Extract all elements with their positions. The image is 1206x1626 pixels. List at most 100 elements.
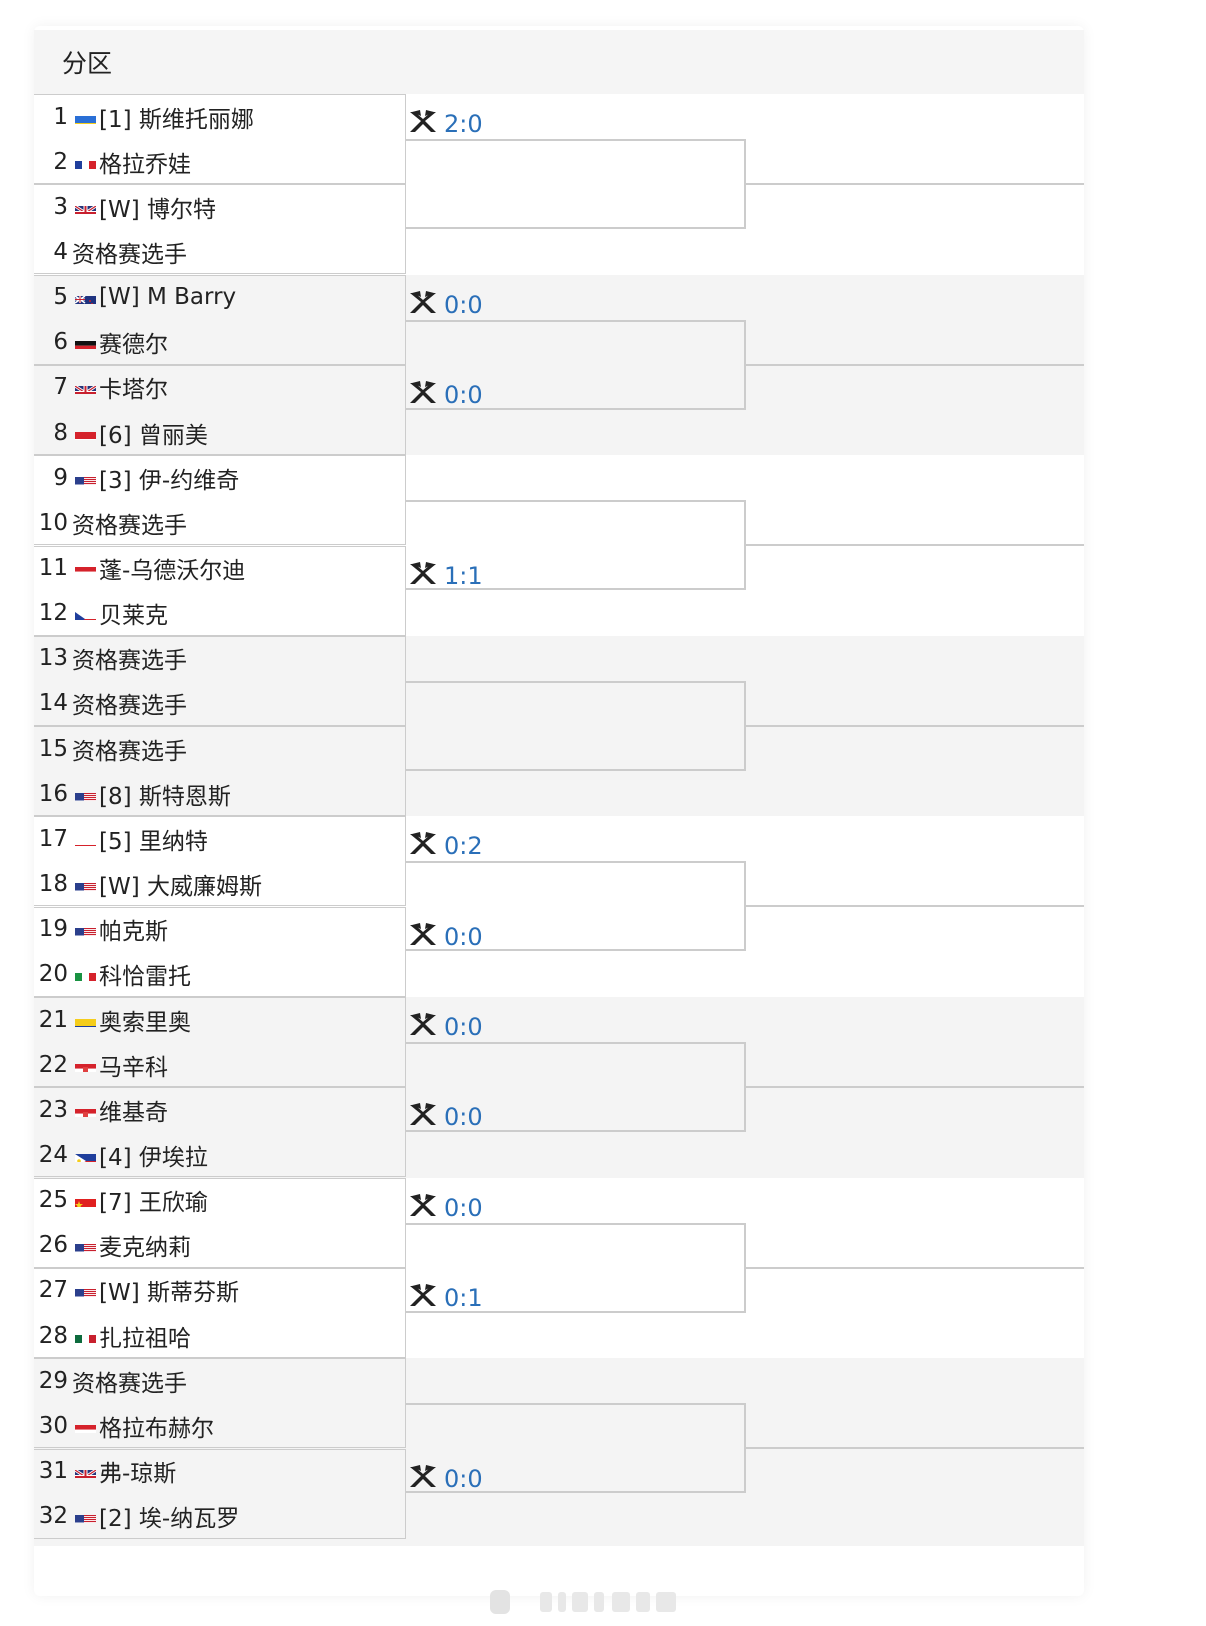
player-name: 资格赛选手 [72, 512, 187, 539]
head-to-head[interactable]: 0:0 [408, 922, 483, 952]
round3-connector [746, 1447, 1084, 1450]
flag-icon [75, 1103, 96, 1117]
head-to-head-score: 0:0 [444, 1013, 483, 1041]
round3-connector [746, 905, 1084, 908]
player-name: [1] 斯维托丽娜 [99, 106, 254, 133]
round3-connector [746, 1086, 1084, 1088]
draw-position: 4 [53, 238, 68, 265]
player-name: 卡塔尔 [99, 377, 168, 404]
player-row: 9[3] 伊-约维奇 [34, 455, 406, 500]
player-name: 弗-琼斯 [99, 1461, 177, 1487]
match-pair-box [34, 1177, 406, 1268]
round3-connector [746, 363, 1084, 366]
player-row: 22 马辛科 [34, 1042, 406, 1087]
player-row: 6 赛德尔 [34, 320, 406, 365]
draw-position: 26 [38, 1232, 68, 1259]
draw-position: 19 [38, 916, 68, 943]
player-name: [3] 伊-约维奇 [99, 467, 240, 494]
head-to-head[interactable]: 0:1 [408, 1283, 483, 1313]
draw-position: 29 [38, 1367, 68, 1394]
draw-position: 30 [38, 1412, 68, 1439]
player-row: 3[W] 博尔特 [34, 184, 406, 229]
draw-position: 22 [38, 1051, 68, 1078]
flag-icon [75, 290, 96, 305]
flag-icon [75, 1419, 96, 1433]
head-to-head-score: 0:0 [444, 922, 483, 951]
head-to-head[interactable]: 1:1 [408, 561, 483, 591]
player-row: 21 奥索里奥 [34, 997, 406, 1042]
player-name: [2] 埃-纳瓦罗 [99, 1506, 240, 1533]
draw-position: 2 [53, 148, 68, 175]
player-name: 马辛科 [99, 1054, 168, 1081]
head-to-head-icon [408, 1283, 438, 1313]
head-to-head[interactable]: 2:0 [408, 109, 483, 139]
player-name: 资格赛选手 [72, 738, 187, 765]
head-to-head[interactable]: 0:0 [408, 1464, 483, 1494]
head-to-head-icon [408, 380, 438, 410]
head-to-head[interactable]: 0:0 [408, 1102, 483, 1132]
match-pair-box [34, 364, 406, 455]
player-name: 赛德尔 [99, 332, 168, 359]
flag-icon [75, 471, 96, 485]
player-name: [6] 曾丽美 [99, 422, 208, 449]
flag-icon [75, 1509, 96, 1524]
draw-position: 10 [38, 509, 68, 536]
player-row: 7 卡塔尔 [34, 365, 406, 410]
draw-position: 12 [38, 600, 68, 627]
draw-position: 20 [38, 961, 68, 988]
round3-connector [746, 724, 1084, 727]
round2-match-box [406, 139, 746, 229]
head-to-head-score: 1:1 [444, 561, 483, 590]
head-to-head-icon [408, 922, 438, 952]
head-to-head-score: 0:0 [444, 1103, 483, 1132]
round2-match-box [406, 1222, 746, 1313]
head-to-head[interactable]: 0:2 [408, 831, 483, 861]
head-to-head[interactable]: 0:0 [408, 380, 483, 410]
draw-position: 6 [53, 329, 68, 356]
player-name: 蓬-乌德沃尔迪 [99, 558, 246, 584]
round2-match-box [406, 680, 746, 771]
match-pair-box [34, 816, 406, 907]
player-row: 11 蓬-乌德沃尔迪 [34, 546, 406, 591]
player-name: [4] 伊埃拉 [99, 1144, 208, 1171]
player-row: 26 麦克纳莉 [34, 1223, 406, 1268]
draw-position: 27 [38, 1277, 68, 1304]
page-title: 分区 [62, 49, 113, 78]
player-name: [8] 斯特恩斯 [99, 783, 231, 810]
match-pair-box [34, 997, 406, 1087]
player-row: 12 贝莱克 [34, 591, 406, 636]
player-row: 19 帕克斯 [34, 907, 406, 952]
match-pair-box [34, 1267, 406, 1358]
player-row: 24[4] 伊埃拉 [34, 1132, 406, 1177]
flag-icon [75, 426, 96, 440]
head-to-head[interactable]: 0:0 [408, 290, 483, 320]
draw-position: 17 [38, 825, 68, 852]
head-to-head[interactable]: 0:0 [408, 1012, 483, 1042]
player-row: 1 [1] 斯维托丽娜 [34, 94, 406, 139]
round3-connector [746, 544, 1084, 547]
flag-icon [75, 561, 96, 575]
player-row: 25[7] 王欣瑜 [34, 1178, 406, 1223]
match-pair-box [34, 1358, 406, 1449]
flag-icon [75, 110, 96, 124]
draw-position: 28 [38, 1322, 68, 1349]
player-name: 帕克斯 [99, 919, 168, 946]
head-to-head-score: 0:0 [444, 1464, 483, 1493]
flag-icon [75, 335, 96, 350]
flag-icon [75, 200, 96, 214]
head-to-head[interactable]: 0:0 [408, 1193, 483, 1223]
player-name: 扎拉祖哈 [99, 1325, 191, 1352]
round3-connector [746, 183, 1084, 185]
round2-match-box [406, 861, 746, 952]
player-row: 16[8] 斯特恩斯 [34, 771, 406, 816]
flag-icon [75, 1283, 96, 1298]
head-to-head-score: 0:1 [444, 1283, 483, 1312]
round2-match-box [406, 1042, 746, 1132]
draw-position: 1 [53, 103, 68, 130]
head-to-head-icon [408, 1193, 438, 1223]
player-name: [W] M Barry [99, 284, 237, 311]
player-row: 27[W] 斯蒂芬斯 [34, 1268, 406, 1313]
